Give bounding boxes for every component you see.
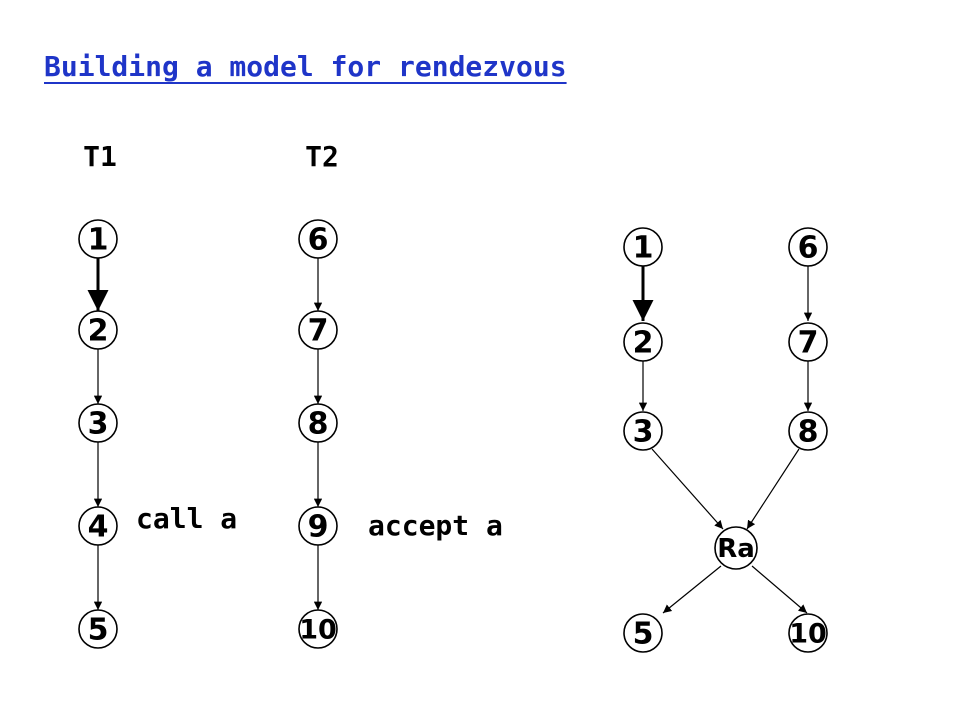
edge-r-ra-5 <box>662 565 722 614</box>
svg-text:7: 7 <box>798 326 819 361</box>
svg-text:10: 10 <box>789 619 827 650</box>
node-r-1: 1 <box>623 227 663 267</box>
node-r-ra: Ra <box>714 526 758 570</box>
node-r-3: 3 <box>623 411 663 451</box>
node-t1-3: 3 <box>78 403 118 443</box>
node-r-10: 10 <box>788 613 828 653</box>
edge-r-3-ra <box>651 448 724 530</box>
node-r-6: 6 <box>788 227 828 267</box>
svg-text:2: 2 <box>633 326 654 361</box>
node-t2-6: 6 <box>298 219 338 259</box>
edge-r-ra-10 <box>751 565 808 614</box>
svg-text:6: 6 <box>798 231 819 266</box>
annotation-call: call a <box>136 502 237 535</box>
node-r-7: 7 <box>788 322 828 362</box>
svg-text:3: 3 <box>633 415 654 450</box>
svg-text:6: 6 <box>308 223 329 258</box>
node-t1-4: 4 <box>78 506 118 546</box>
thread-label-t1: T1 <box>83 140 117 173</box>
node-t1-1: 1 <box>78 219 118 259</box>
svg-text:9: 9 <box>308 510 329 545</box>
svg-text:1: 1 <box>633 231 654 266</box>
node-t2-9: 9 <box>298 506 338 546</box>
svg-text:8: 8 <box>798 415 819 450</box>
svg-text:5: 5 <box>633 617 654 652</box>
svg-text:Ra: Ra <box>717 534 755 564</box>
svg-text:1: 1 <box>88 223 109 258</box>
svg-text:7: 7 <box>308 314 329 349</box>
svg-text:10: 10 <box>299 615 337 646</box>
node-t2-7: 7 <box>298 310 338 350</box>
node-t1-5: 5 <box>78 609 118 649</box>
svg-text:4: 4 <box>88 510 109 545</box>
node-t2-10: 10 <box>298 609 338 649</box>
page-title: Building a model for rendezvous <box>44 50 567 83</box>
svg-text:3: 3 <box>88 407 109 442</box>
node-r-5: 5 <box>623 613 663 653</box>
node-r-2: 2 <box>623 322 663 362</box>
thread-label-t2: T2 <box>305 140 339 173</box>
node-r-8: 8 <box>788 411 828 451</box>
svg-text:2: 2 <box>88 314 109 349</box>
svg-text:5: 5 <box>88 613 109 648</box>
svg-text:8: 8 <box>308 407 329 442</box>
edge-r-8-ra <box>746 448 800 530</box>
node-t1-2: 2 <box>78 310 118 350</box>
node-t2-8: 8 <box>298 403 338 443</box>
annotation-accept: accept a <box>368 509 503 542</box>
